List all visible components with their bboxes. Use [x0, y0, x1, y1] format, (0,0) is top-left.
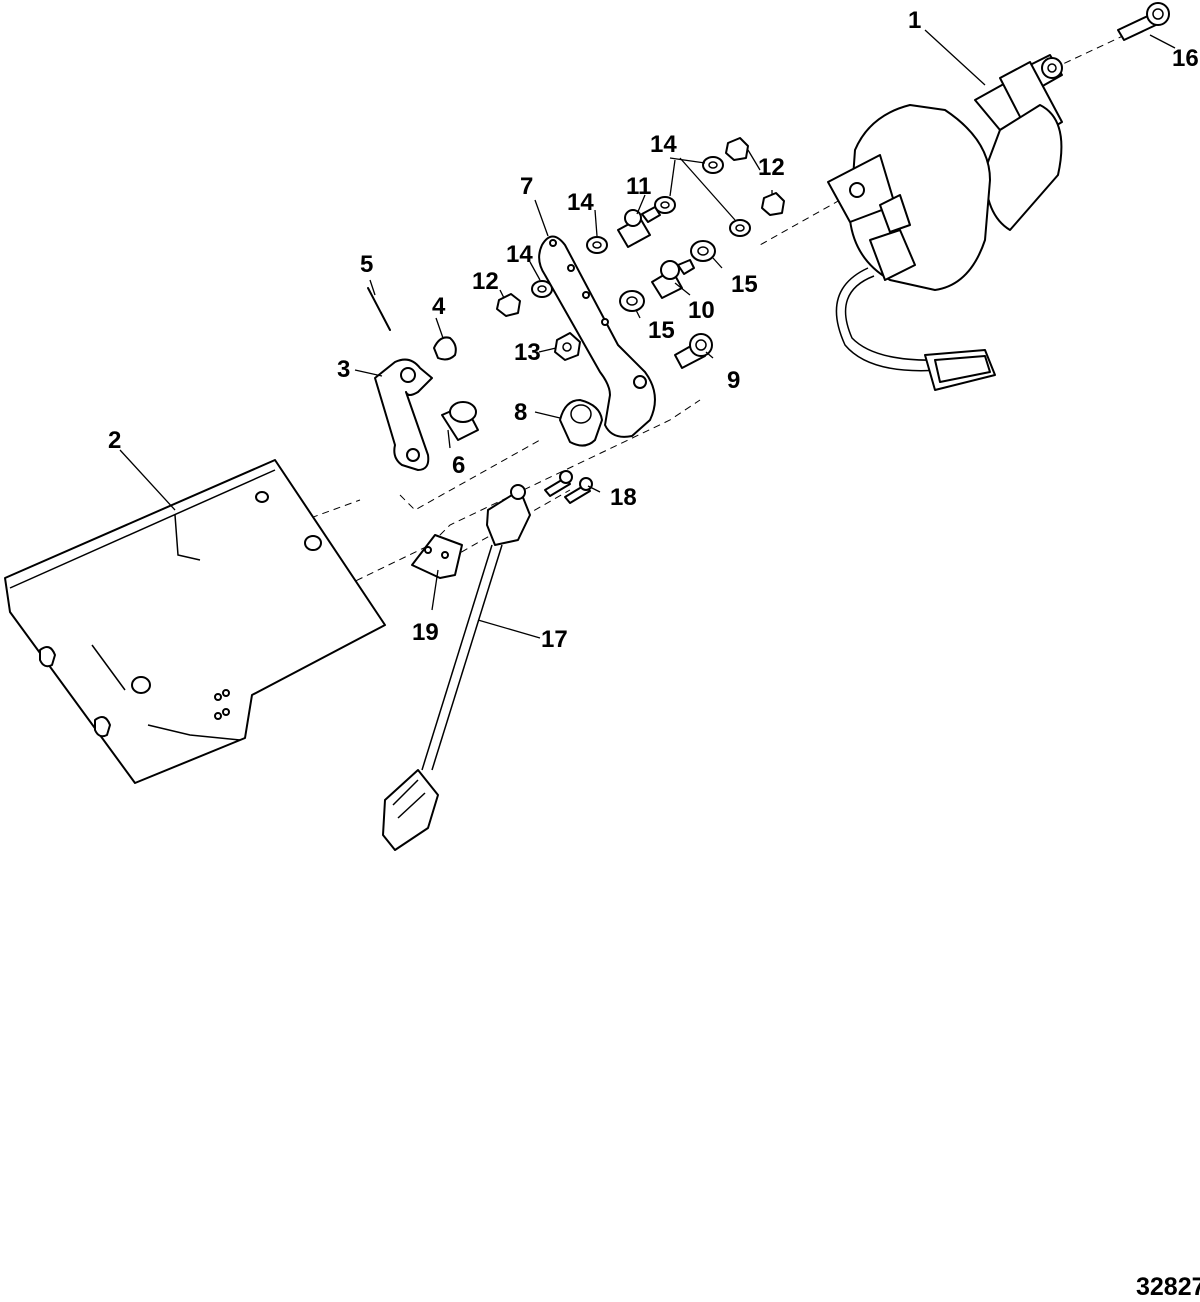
part-3-throttle-lever: [374, 358, 433, 471]
callout-4: 4: [432, 293, 446, 320]
callout-2: 2: [108, 427, 121, 454]
part-5-pin: [367, 287, 391, 331]
part-8-bushing: [559, 399, 603, 447]
callout-19: 19: [412, 619, 439, 646]
callout-14-top: 14: [650, 131, 677, 158]
part-2-mounting-plate: [4, 459, 386, 784]
callout-labels: 1 16 2 3 4 5 6 7 8 9 10 11 12 12 13 14 1…: [108, 7, 1199, 653]
callout-14-left: 14: [506, 241, 533, 268]
part-16-bolt: [1117, 2, 1170, 41]
callout-8: 8: [514, 399, 527, 426]
part-13-nut: [554, 332, 581, 361]
figure-reference-number: 32827: [1136, 1273, 1200, 1301]
callout-18: 18: [610, 484, 637, 511]
part-19-block: [411, 534, 463, 579]
callout-15-left: 15: [648, 317, 675, 344]
callout-9: 9: [727, 367, 740, 394]
callout-12-right: 12: [758, 154, 785, 181]
part-10-ball-stud: [651, 259, 695, 299]
callout-12-left: 12: [472, 268, 499, 295]
callout-3: 3: [337, 356, 350, 383]
callout-16: 16: [1172, 45, 1199, 72]
leader-lines: [119, 29, 1176, 639]
part-15-washers: [619, 240, 716, 312]
part-18-screws: [544, 470, 593, 504]
part-1-actuator: [827, 54, 1063, 391]
part-4-cap: [433, 336, 457, 361]
callout-11: 11: [626, 173, 651, 200]
callout-10: 10: [688, 297, 715, 324]
part-7-lever-arm: [538, 235, 656, 438]
part-12-nut-upper: [725, 137, 749, 161]
part-11-ball-stud: [617, 206, 661, 248]
part-14-washers: [531, 156, 751, 298]
callout-7: 7: [520, 173, 533, 200]
callout-1: 1: [908, 7, 921, 34]
part-9-bolt: [674, 333, 713, 369]
callout-6: 6: [452, 452, 465, 479]
part-12-nut-left: [496, 293, 521, 317]
callout-13: 13: [514, 339, 541, 366]
callout-17: 17: [541, 626, 568, 653]
part-6-bushing: [441, 401, 479, 441]
part-17-switch-harness: [382, 484, 531, 851]
part-12-nut-lower: [761, 192, 785, 216]
callout-5: 5: [360, 251, 373, 278]
callout-15-right: 15: [731, 271, 758, 298]
callout-14-middle: 14: [567, 189, 594, 216]
